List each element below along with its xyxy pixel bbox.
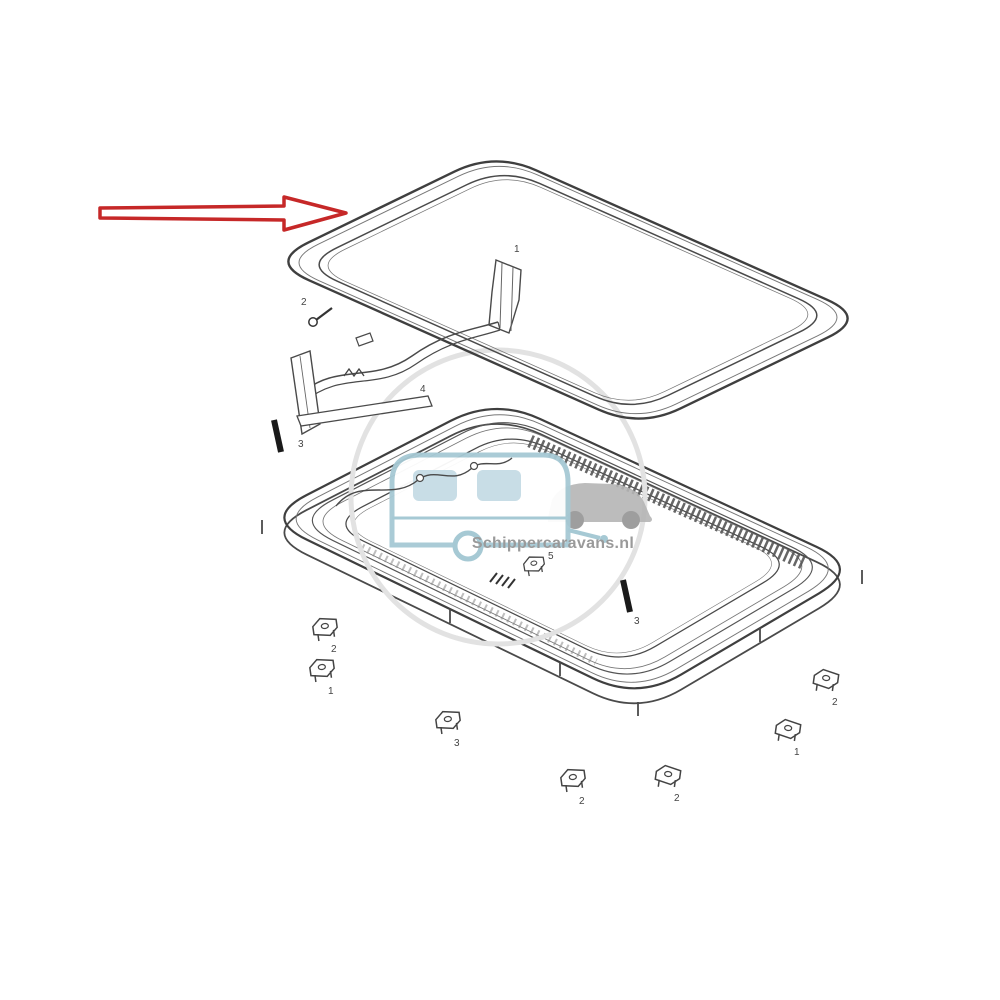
mounting-clip xyxy=(311,615,340,643)
part-label: 2 xyxy=(331,644,337,655)
part-label: 1 xyxy=(328,686,334,697)
part-indicator-arrow-icon xyxy=(98,195,348,232)
spring xyxy=(343,367,365,378)
base-frame xyxy=(261,407,863,716)
part-label: 1 xyxy=(514,244,520,255)
center-parts xyxy=(489,554,547,589)
part-label: 5 xyxy=(548,551,554,562)
lifter-cable xyxy=(335,457,513,507)
lid-seal-frame xyxy=(287,160,849,420)
mounting-clip xyxy=(434,708,463,736)
pin-rod-left xyxy=(271,419,284,453)
part-label: 2 xyxy=(301,297,307,308)
part-label: 2 xyxy=(832,697,838,708)
mounting-clip xyxy=(811,667,840,695)
lift-mechanism xyxy=(290,259,522,436)
part-label: 2 xyxy=(579,796,585,807)
part-label: 2 xyxy=(674,793,680,804)
part-label: 1 xyxy=(794,747,800,758)
part-label: 3 xyxy=(298,439,304,450)
mounting-clip xyxy=(773,717,802,745)
mounting-clip xyxy=(308,656,337,684)
part-label: 3 xyxy=(634,616,640,627)
part-label: 3 xyxy=(454,738,460,749)
mounting-clip xyxy=(653,763,682,791)
hatched-block xyxy=(489,572,516,589)
part-labels: 1 2 4 3 5 3 2 1 3 2 2 1 2 xyxy=(298,244,838,807)
watermark-text: Schippercaravans.nl xyxy=(472,535,634,552)
watermark: Schippercaravans.nl xyxy=(348,347,652,647)
slider-rail xyxy=(360,543,598,666)
mounting-clip xyxy=(521,554,547,578)
pin-rod-right xyxy=(620,579,633,613)
pin-rods xyxy=(271,419,633,613)
screw xyxy=(308,307,333,327)
toothed-rack xyxy=(527,435,806,569)
part-label: 4 xyxy=(420,384,426,395)
mounting-clip xyxy=(559,766,588,794)
